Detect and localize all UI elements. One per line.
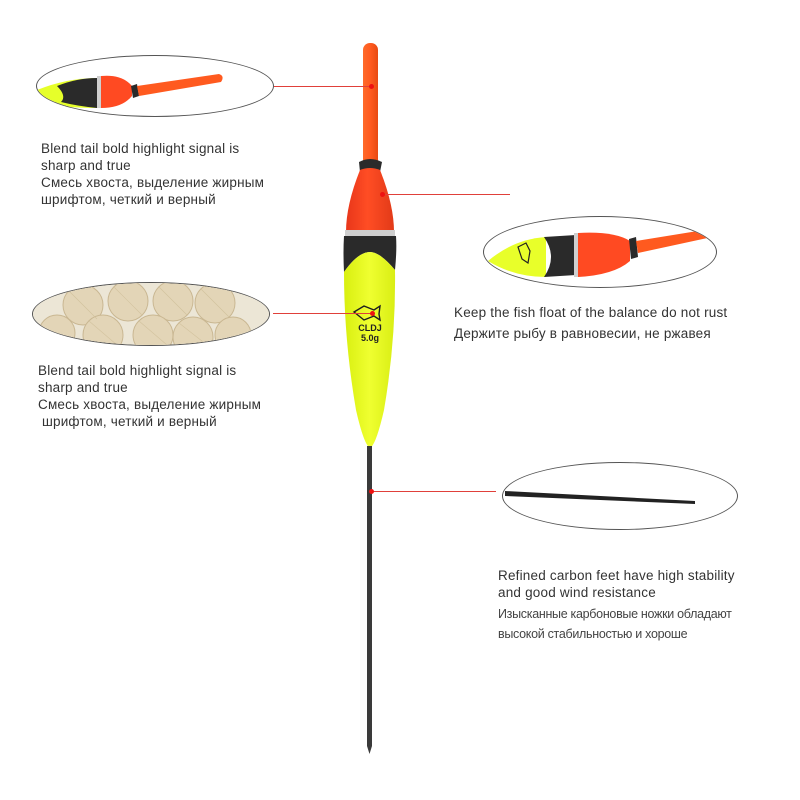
- leader-line-carbon: [371, 491, 496, 492]
- caption-line: шрифтом, четкий и верный: [41, 192, 216, 207]
- caption-line: Держите рыбу в равновесии, не ржавея: [454, 326, 711, 341]
- callout-carbon-zoom: [502, 462, 738, 530]
- caption-line: sharp and true: [38, 380, 128, 395]
- caption-line: Смесь хвоста, выделение жирным: [41, 175, 265, 190]
- caption-line: высокой стабильностью и хороше: [498, 627, 688, 641]
- caption-line: Refined carbon feet have high stability: [498, 568, 735, 583]
- leader-dot-antenna: [369, 84, 374, 89]
- fishing-float-main: CLDJ 5.0g: [330, 40, 410, 760]
- leader-dot-material: [370, 311, 375, 316]
- antenna-closeup-image: [37, 74, 223, 108]
- leader-line-body: [382, 194, 510, 195]
- leader-line-antenna: [274, 86, 372, 87]
- leader-line-material: [273, 313, 373, 314]
- caption-line: Blend tail bold highlight signal is: [41, 141, 240, 156]
- leader-dot-carbon: [369, 489, 374, 494]
- caption-line: and good wind resistance: [498, 585, 656, 600]
- caption-line: Изысканные карбоновые ножки обладают: [498, 607, 732, 621]
- float-brand-label: CLDJ: [358, 323, 382, 333]
- body-closeup-image: [488, 229, 712, 277]
- callout-body-zoom: [483, 216, 717, 288]
- float-illustration: [343, 43, 397, 754]
- caption-carbon-feet: Refined carbon feet have high stability …: [498, 567, 735, 643]
- caption-material: Blend tail bold highlight signal is shar…: [38, 362, 261, 430]
- float-weight-label: 5.0g: [360, 333, 379, 343]
- balsa-wood-closeup-image: [33, 283, 269, 345]
- caption-line: шрифтом, четкий и верный: [38, 414, 217, 429]
- caption-balance: Keep the fish float of the balance do no…: [454, 304, 727, 342]
- caption-line: Смесь хвоста, выделение жирным: [38, 397, 262, 412]
- callout-material-zoom: [32, 282, 270, 346]
- caption-line: Keep the fish float of the balance do no…: [454, 305, 728, 320]
- caption-line: sharp and true: [41, 158, 131, 173]
- leader-dot-body: [380, 192, 385, 197]
- carbon-stem-closeup-image: [505, 491, 695, 504]
- callout-antenna-zoom: [36, 55, 274, 117]
- caption-tail-signal: Blend tail bold highlight signal is shar…: [41, 140, 264, 208]
- caption-line: Blend tail bold highlight signal is: [38, 363, 237, 378]
